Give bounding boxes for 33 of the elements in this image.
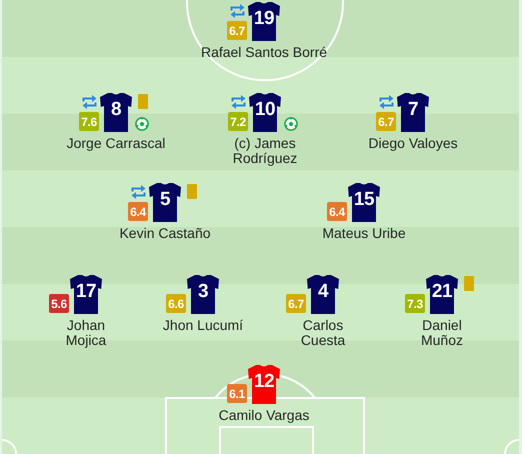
shirt-number: 7 — [408, 99, 418, 121]
player-name: Rafael Santos Borré — [200, 45, 328, 60]
rating-badge: 6.7 — [286, 294, 306, 313]
shirt-number: 12 — [254, 371, 274, 393]
rating-badge: 6.6 — [166, 294, 186, 313]
shirt-number: 21 — [432, 281, 452, 303]
shirt-number: 10 — [254, 99, 276, 121]
player-name: Camilo Vargas — [218, 408, 310, 423]
rating-badge: 7.2 — [228, 112, 248, 131]
shirt-number: 3 — [198, 281, 208, 303]
shirt-number: 17 — [76, 281, 96, 303]
rating-badge: 5.6 — [49, 294, 69, 313]
rating-badge: 6.7 — [376, 112, 396, 131]
shirt-number: 19 — [254, 8, 274, 30]
player-name: Johan Mojica — [64, 318, 108, 348]
rating-badge: 6.7 — [227, 21, 247, 40]
shirt-number: 4 — [318, 281, 328, 303]
rating-badge: 7.3 — [405, 294, 425, 313]
player-name: Diego Valoyes — [368, 136, 458, 151]
shirt-number: 5 — [160, 189, 170, 211]
rating-badge: 6.1 — [227, 384, 247, 403]
rating-badge: 7.6 — [79, 112, 99, 131]
player-name: (c) James Rodríguez — [232, 136, 298, 166]
shirt-number: 15 — [354, 189, 374, 211]
player-name: Jhon Lucumí — [162, 318, 244, 333]
player-name: Daniel Muñoz — [420, 318, 464, 348]
shirt-number: 8 — [110, 99, 122, 121]
player-name: Mateus Uribe — [322, 226, 406, 241]
player-name: Carlos Cuesta — [300, 318, 346, 348]
rating-badge: 6.4 — [128, 202, 148, 221]
player-name: Jorge Carrascal — [66, 136, 166, 151]
rating-badge: 6.4 — [327, 202, 347, 221]
player-name: Kevin Castaño — [119, 226, 211, 241]
